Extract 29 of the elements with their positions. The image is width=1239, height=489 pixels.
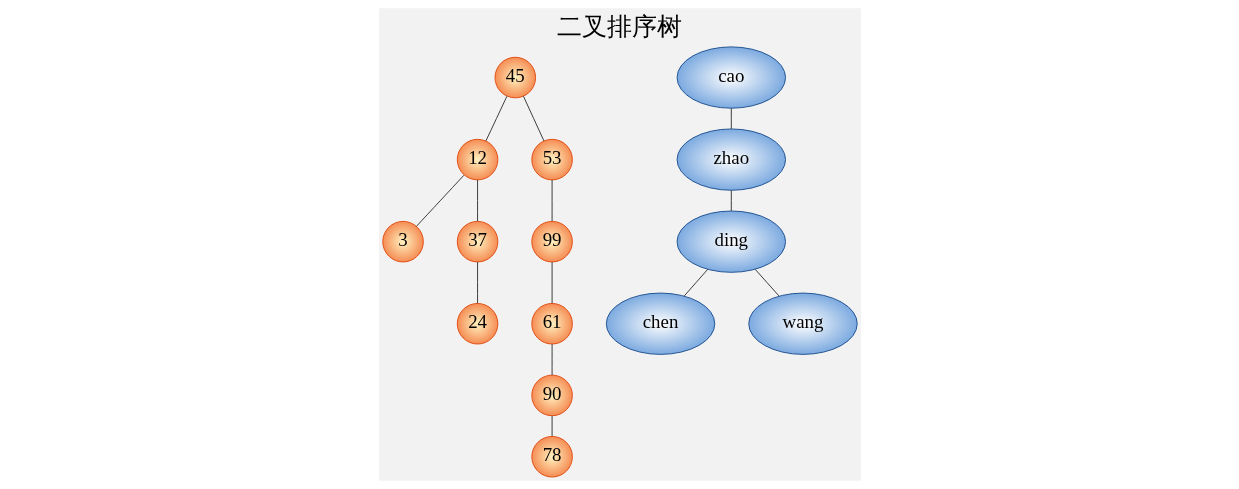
diagram-title: 二叉排序树 [557, 12, 682, 42]
connector [683, 268, 708, 297]
connector [476, 179, 478, 222]
node-circle: 45 [494, 56, 536, 99]
node-ellipse: zhao [676, 128, 786, 191]
connector [730, 107, 732, 130]
connector [551, 179, 553, 222]
node-ellipse: wang [747, 292, 858, 355]
connector [415, 174, 464, 227]
node-circle: 3 [381, 220, 424, 263]
node-circle: 99 [530, 220, 573, 263]
connector [551, 415, 553, 437]
connector [551, 343, 553, 376]
connector [476, 261, 478, 304]
node-circle: 12 [456, 138, 498, 181]
node-ellipse: cao [676, 46, 786, 109]
connector [522, 95, 544, 142]
node-circle: 90 [530, 374, 573, 417]
connector [551, 261, 553, 304]
node-circle: 24 [456, 302, 498, 345]
connector [484, 95, 507, 142]
node-ellipse: ding [676, 210, 786, 273]
node-circle: 53 [530, 138, 573, 181]
connector [730, 189, 732, 212]
node-ellipse: chen [605, 292, 715, 355]
node-circle: 78 [530, 435, 573, 478]
connector [754, 268, 779, 297]
node-circle: 37 [456, 220, 498, 263]
node-circle: 61 [530, 302, 573, 345]
